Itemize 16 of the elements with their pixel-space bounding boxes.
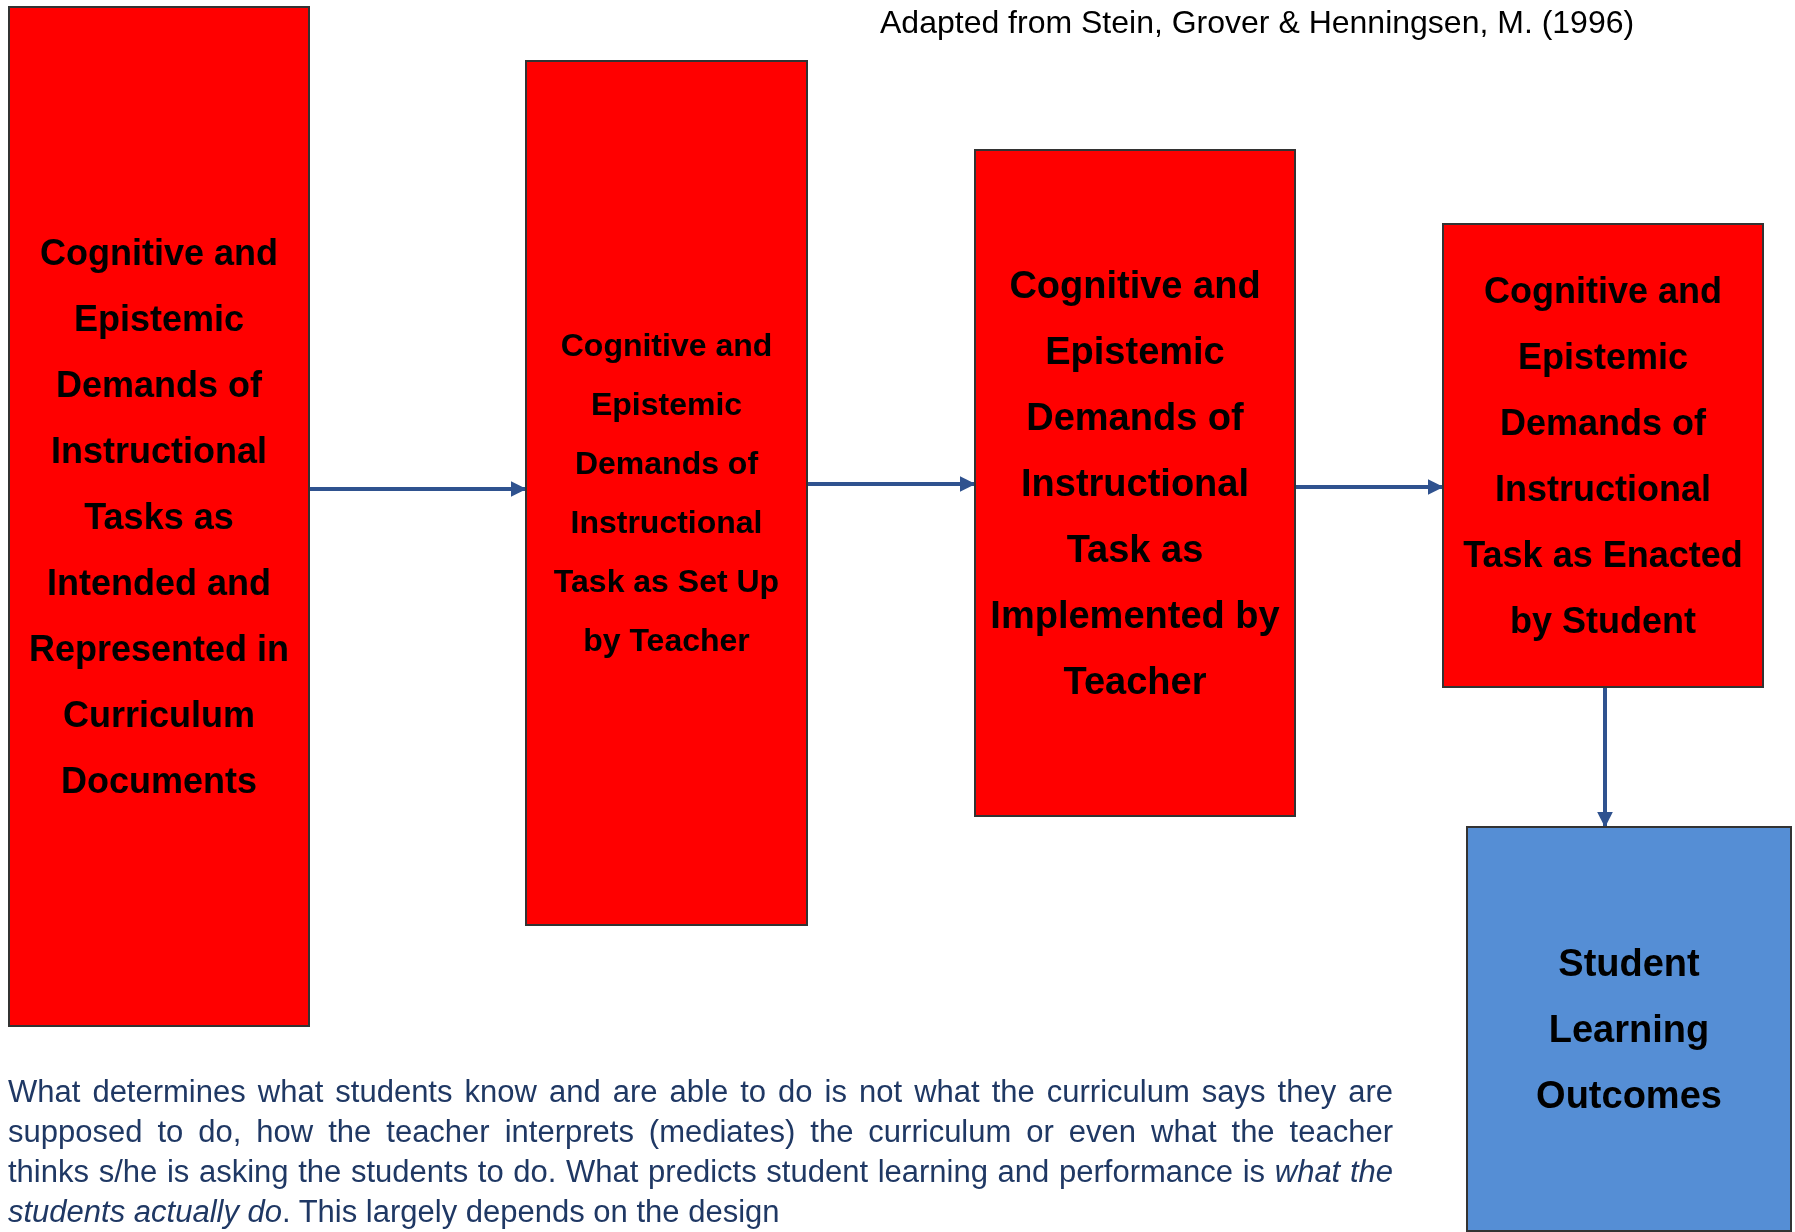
process-box: [1442, 223, 1764, 688]
citation-text: Adapted from Stein, Grover & Henningsen, M. (1996): [880, 3, 1635, 42]
box-text: Cognitive and Epistemic Demands of Instructional Tasks as Intended and Represented in Curriculum Documents: [27, 230, 291, 803]
arrow: [1597, 688, 1613, 828]
arrow: [310, 481, 527, 497]
box-text: Cognitive and Epistemic Demands of Instructional Task as Set Up by Teacher: [552, 326, 781, 660]
process-box: [8, 6, 310, 1027]
process-box: [1466, 826, 1792, 1232]
arrow: [1296, 479, 1444, 495]
arrow: [808, 476, 976, 492]
note-paragraph: What determines what students know and are able to do is not what the curriculum says they are supposed to do, how the teacher interprets (mediates) the curriculum or even what the teacher thinks s/he is asking the students to do. What predicts student learning and performance is what the students actually do. This largely depends on the design: [8, 1073, 1393, 1231]
process-box: [974, 149, 1296, 817]
process-box: [525, 60, 808, 926]
box-text: Cognitive and Epistemic Demands of Instructional Task as Implemented by Teacher: [989, 263, 1281, 704]
box-text: Cognitive and Epistemic Demands of Instructional Task as Enacted by Student: [1462, 268, 1744, 643]
box-text: Student Learning Outcomes: [1535, 941, 1723, 1118]
